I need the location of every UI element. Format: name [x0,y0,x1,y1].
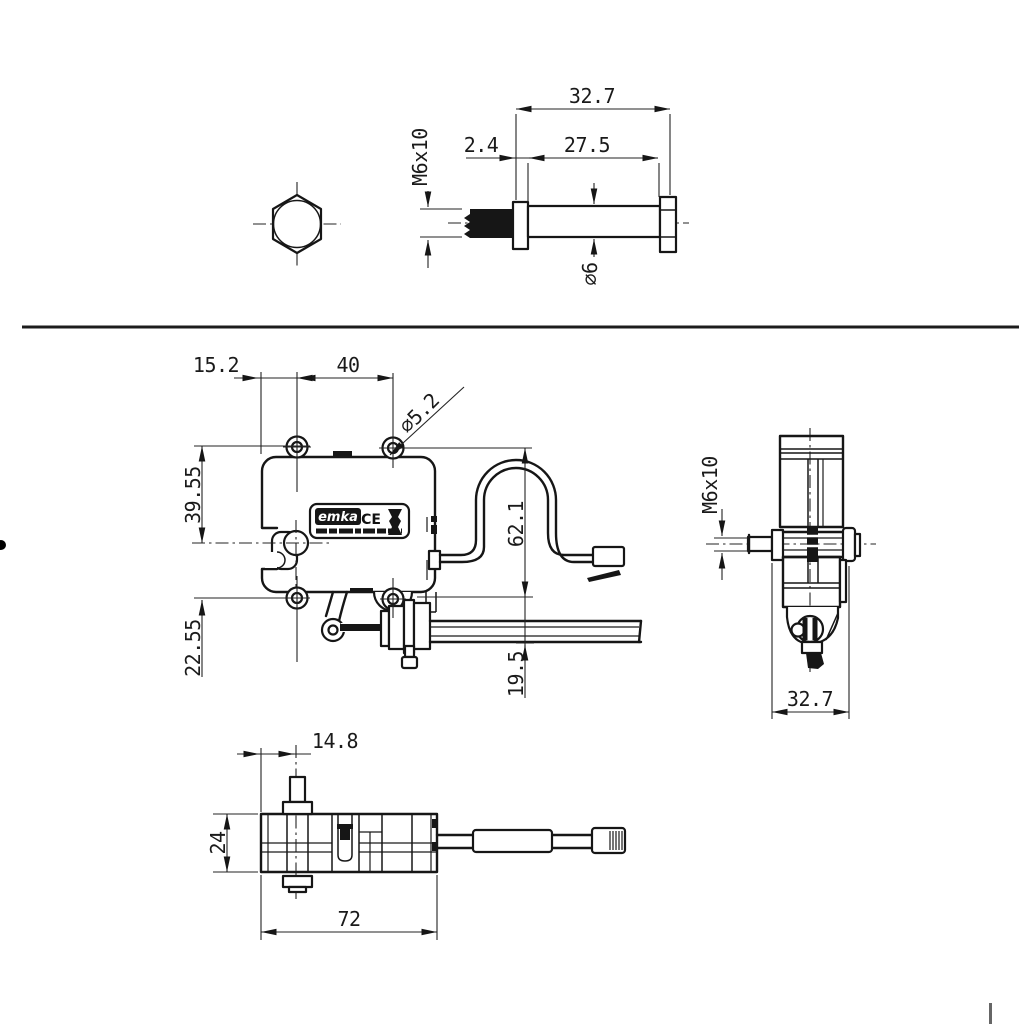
link-bar [340,624,384,631]
clevis-plate [379,609,391,648]
ce-mark: CE [361,512,381,528]
dim-bolt-thread: M6x10 [408,128,432,186]
bolt-side-view [448,195,689,254]
side-upper-block [778,434,845,529]
bottom-bolt-nut [281,874,314,889]
bolt-dimensions: 32.7 2.4 27.5 M6x10 ⌀6 [408,84,671,286]
bolt-front-view [253,182,341,266]
pin-stem [403,644,416,659]
side-pin-stem [800,640,824,655]
dim-edge-to-hole: 15.2 [193,353,239,377]
dim-side-thread: M6x10 [698,456,722,514]
page-corner-tick [989,1003,992,1024]
bottom-clip [432,819,437,828]
dim-bolt-shank-length: 27.5 [564,133,610,157]
top-edge-tab [333,451,352,457]
clevis-block [387,604,406,651]
bottom-latch-pin [340,824,350,840]
bottom-bolt-stub [287,885,308,894]
emka-brand-text: emka [318,510,358,525]
actuator-side-view [706,428,876,672]
bolt-shank [526,204,662,239]
side-lower-block [781,555,842,609]
emka-label: emka CE [308,502,411,540]
rod-assembly [320,590,643,670]
side-hook-bar [812,618,818,640]
dim-bottom-bolt-offset: 14.8 [312,729,358,753]
bottom-view-dimensions: 14.8 24 72 [206,729,438,940]
dim-bolt-shank-dia: ⌀6 [578,262,602,285]
dim-rod-offset: 19.5 [504,651,528,697]
side-connector-stub [838,558,848,604]
pin-tip [400,655,419,670]
connector-latch [587,570,621,582]
bottom-bolt-flange [281,800,314,816]
side-collar [841,526,857,563]
bottom-clip [432,842,437,851]
dim-bottom-depth: 24 [206,831,230,855]
cable-connector [591,545,626,568]
side-collar-cap [853,532,862,558]
bottom-edge-tab [350,588,373,593]
hex-inscribed-circle [272,199,322,249]
dim-upper-height: 39.55 [181,466,205,524]
rod-end [637,619,643,644]
emka-logo-plate [315,508,361,525]
page-edge-mark [0,540,6,550]
bottom-cable [435,826,627,855]
bolt-flange [511,200,530,251]
side-view-dimensions: M6x10 32.7 [698,456,850,719]
bolt-thread [464,209,513,238]
bottom-latch-pin-head [337,824,353,829]
dim-cable-height: 62.1 [504,501,528,547]
dim-hole-pitch: 40 [336,353,359,377]
dim-side-depth: 32.7 [787,687,833,711]
side-clip [431,516,437,522]
cable-exit-stub [427,549,442,571]
bottom-bolt-thread [288,775,307,804]
dim-bottom-width: 72 [337,907,360,931]
side-hook-bar [802,618,808,640]
bottom-u-channel [337,814,353,862]
actuator-bottom-view [259,745,627,900]
bottom-connector [590,826,627,855]
connector-contacts [609,831,623,850]
cable-sleeve [471,828,554,854]
side-clip [431,525,437,534]
actuator-front-view: emka CE [192,435,643,670]
lever-hook-notch [276,551,286,569]
dim-bolt-overall: 32.7 [569,84,615,108]
dim-bolt-flange: 2.4 [464,133,499,157]
dim-lower-height: 22.55 [181,619,205,677]
hex-head [271,193,323,255]
side-bolt-shank [746,535,774,553]
side-bolt-flange [770,528,785,562]
cable [427,458,626,582]
side-pin-tip [806,653,824,669]
clevis-body [412,601,432,651]
bolt-head-side [658,195,678,254]
